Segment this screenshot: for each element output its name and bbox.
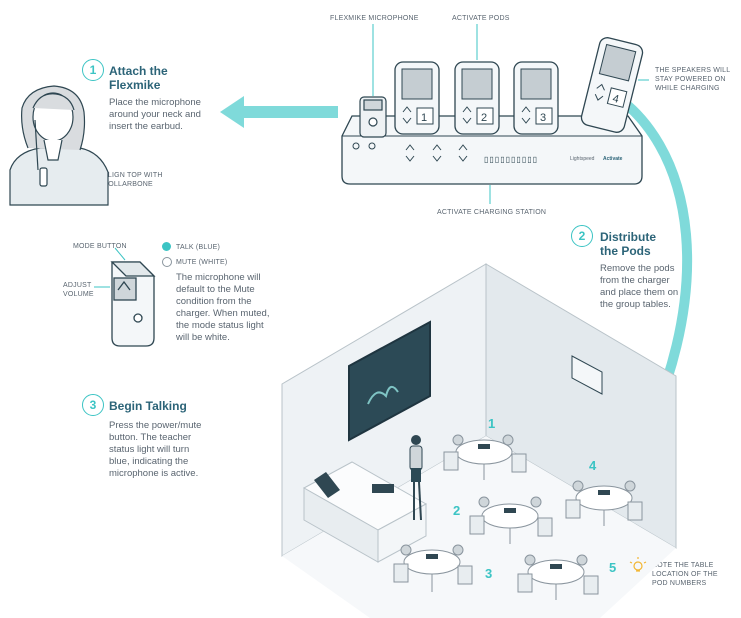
arrow-left-icon xyxy=(220,96,338,128)
speakers-note: THE SPEAKERS WILL STAY POWERED ON WHILE … xyxy=(655,67,731,92)
table-5 xyxy=(517,554,599,600)
table-3-number: 3 xyxy=(485,566,492,581)
leader-lines xyxy=(58,24,649,288)
step-3-title: Begin Talking xyxy=(109,399,187,413)
svg-text:▯▯▯▯▯▯▯▯▯▯: ▯▯▯▯▯▯▯▯▯▯ xyxy=(484,155,538,164)
station-brand: Lightspeed xyxy=(570,156,595,162)
step-1-number: 1 xyxy=(82,59,104,81)
talk-label: TALK (BLUE) xyxy=(176,244,221,251)
table-2 xyxy=(469,496,553,544)
pod-2-number: 2 xyxy=(481,112,487,124)
station-product: Activate xyxy=(603,156,623,162)
flexmike-in-station xyxy=(359,96,387,138)
activate-charging-station-label: ACTIVATE CHARGING STATION xyxy=(437,209,547,216)
flexmike-microphone-label: FLEXMIKE MICROPHONE xyxy=(330,15,419,22)
activate-pods-label: ACTIVATE PODS xyxy=(452,15,510,22)
pod-3-number: 3 xyxy=(540,112,546,124)
mode-button-label: MODE BUTTON xyxy=(73,243,127,250)
teacher-portrait xyxy=(9,85,109,206)
pod-4: 4 xyxy=(580,37,644,133)
flexmike-device xyxy=(110,261,156,347)
lightbulb-icon xyxy=(629,557,647,572)
table-1-number: 1 xyxy=(488,416,495,431)
table-1 xyxy=(443,434,527,480)
mute-label: MUTE (WHITE) xyxy=(176,259,228,266)
table-4-number: 4 xyxy=(589,458,597,473)
table-2-number: 2 xyxy=(453,503,460,518)
step-2-number: 2 xyxy=(571,225,593,247)
table-3 xyxy=(393,544,473,592)
table-5-number: 5 xyxy=(609,560,616,575)
table-4 xyxy=(565,480,643,526)
mute-dot xyxy=(162,257,172,267)
step-3-number: 3 xyxy=(82,394,104,416)
talk-dot xyxy=(162,242,171,251)
pod-4-number: 4 xyxy=(611,93,620,106)
pod-1: 1 xyxy=(394,61,440,135)
pod-2: 2 xyxy=(454,61,500,135)
pod-3: 3 xyxy=(513,61,559,135)
pod-1-number: 1 xyxy=(421,112,427,124)
